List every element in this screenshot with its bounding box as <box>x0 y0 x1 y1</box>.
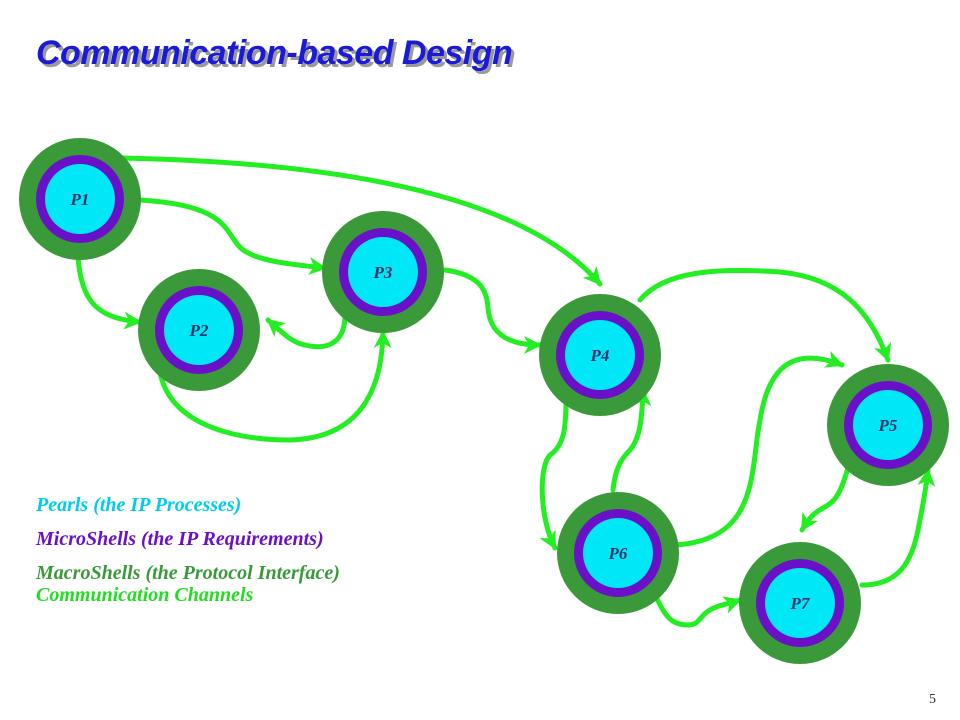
pearl-ring-p4 <box>565 320 635 390</box>
channel-p6-to-p5 <box>672 350 845 548</box>
channel-p4-to-p5 <box>637 267 892 363</box>
legend-microshells: MicroShells (the IP Requirements) <box>36 528 324 550</box>
pearl-ring-p2 <box>164 295 234 365</box>
node-label-p1: P1 <box>70 190 90 209</box>
channels-layer <box>75 155 936 628</box>
channel-p1-to-p4 <box>119 155 603 287</box>
process-node-p5: P5 <box>827 364 949 486</box>
legend-pearls: Pearls (the IP Processes) <box>36 494 242 516</box>
channel-p6-to-p7 <box>652 592 743 628</box>
node-label-p2: P2 <box>189 321 209 340</box>
node-label-p4: P4 <box>590 346 610 365</box>
node-label-p6: P6 <box>608 544 628 563</box>
legend-macroshells: MacroShells (the Protocol Interface) <box>36 562 340 584</box>
node-label-p7: P7 <box>790 594 811 613</box>
pearl-ring-p5 <box>853 390 923 460</box>
node-label-p3: P3 <box>373 263 393 282</box>
process-node-p7: P7 <box>739 542 861 664</box>
pearl-ring-p6 <box>583 518 653 588</box>
channel-p2-to-p3 <box>157 329 392 443</box>
channel-p1-to-p3 <box>137 197 328 276</box>
legend-channels: Communication Channels <box>36 584 254 606</box>
channel-p5-to-p7 <box>799 465 851 533</box>
pearl-ring-p3 <box>348 237 418 307</box>
channel-p3-to-p4 <box>442 267 543 354</box>
pearl-ring-p7 <box>765 568 835 638</box>
process-node-p1: P1 <box>19 138 141 260</box>
channel-p3-to-p2 <box>265 312 348 350</box>
channel-p1-to-p2 <box>75 255 143 330</box>
pearl-ring-p1 <box>45 164 115 234</box>
node-label-p5: P5 <box>878 416 898 435</box>
process-node-p6: P6 <box>557 492 679 614</box>
process-node-p4: P4 <box>539 294 661 416</box>
process-node-p2: P2 <box>138 269 260 391</box>
slide-title: Communication-based Design <box>36 34 513 72</box>
channel-p7-to-p5 <box>859 467 936 588</box>
process-node-p3: P3 <box>322 211 444 333</box>
channel-p4-to-p6 <box>539 395 569 551</box>
channel-p6-to-p4 <box>610 387 652 493</box>
page-number: 5 <box>929 692 936 707</box>
